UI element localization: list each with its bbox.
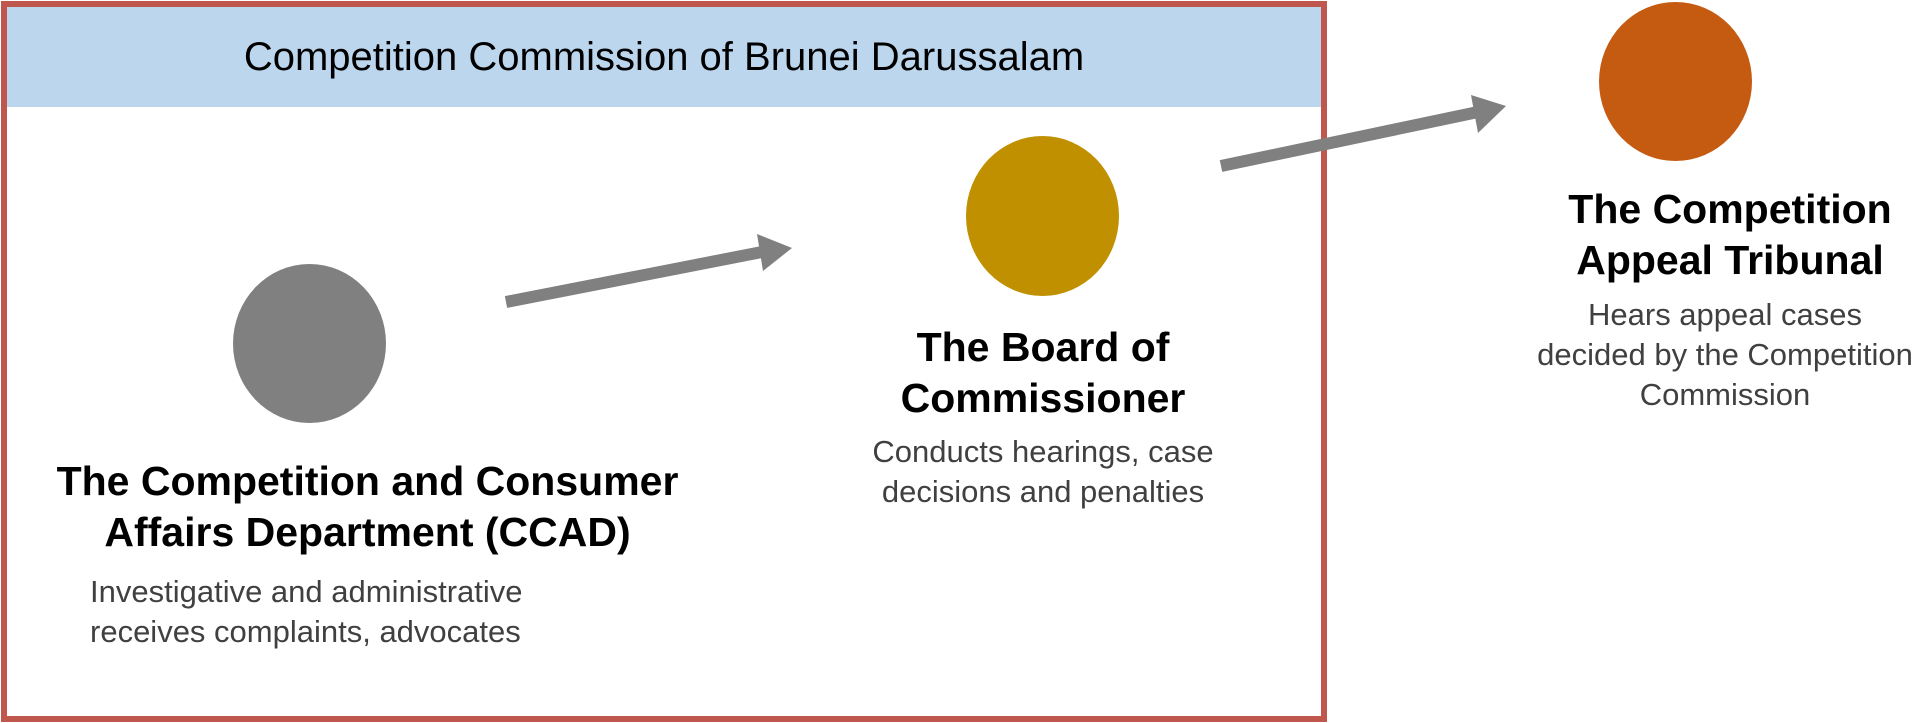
board-node-circle [966,136,1119,296]
board-description-line-1: Conducts hearings, case [872,434,1214,469]
tribunal-description-line-3: Commission [1639,377,1811,412]
ccad-title-line-2: Affairs Department (CCAD) [104,509,631,555]
tribunal-title: The Competition Appeal Tribunal [1510,184,1928,286]
tribunal-description-line-1: Hears appeal cases [1588,297,1862,332]
arrow-ccad-to-board [504,234,792,308]
commission-boundary [1,1,1327,722]
board-title-line-2: Commissioner [900,375,1186,421]
tribunal-node-circle [1599,2,1752,161]
ccad-title: The Competition and Consumer Affairs Dep… [20,456,715,558]
tribunal-description: Hears appeal cases decided by the Compet… [1505,295,1928,415]
ccad-node-circle [233,264,386,423]
board-description-line-2: decisions and penalties [881,474,1205,509]
tribunal-title-line-1: The Competition [1568,186,1892,232]
commission-banner: Competition Commission of Brunei Darussa… [7,7,1321,107]
tribunal-description-line-2: decided by the Competition [1537,337,1913,372]
arrow-board-to-tribunal [1219,95,1506,172]
commission-title: Competition Commission of Brunei Darussa… [243,34,1085,79]
ccad-description-line-2: receives complaints, advocates [90,614,521,649]
ccad-title-line-1: The Competition and Consumer [56,458,679,504]
board-description: Conducts hearings, case decisions and pe… [843,432,1243,512]
tribunal-title-line-2: Appeal Tribunal [1576,237,1884,283]
ccad-description-line-1: Investigative and administrative [90,574,523,609]
ccad-description: Investigative and administrative receive… [90,572,523,652]
board-title: The Board of Commissioner [843,322,1243,424]
board-title-line-1: The Board of [916,324,1170,370]
